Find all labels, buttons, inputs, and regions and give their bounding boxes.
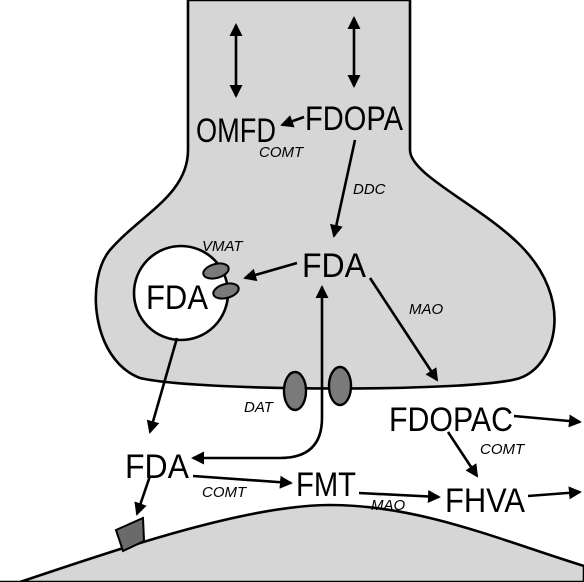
label-fhva: FHVA	[445, 482, 525, 520]
label-comt-right: COMT	[480, 441, 526, 458]
arrow-fda-to-fmt	[193, 476, 291, 483]
label-mao-bottom: MAO	[371, 497, 406, 514]
label-fdopac: FDOPAC	[389, 401, 513, 439]
label-comt-bottom: COMT	[202, 484, 248, 501]
dat-transporter-icon	[284, 372, 306, 410]
label-fda-out: FDA	[125, 448, 189, 486]
label-fmt: FMT	[296, 466, 356, 504]
label-fda-center: FDA	[302, 247, 366, 285]
label-dat: DAT	[244, 399, 275, 416]
label-vmat: VMAT	[202, 238, 244, 255]
label-fda-vesicle: FDA	[146, 279, 208, 317]
arrow-fhva-out	[528, 492, 580, 496]
label-ddc: DDC	[353, 181, 386, 198]
label-comt-top: COMT	[259, 144, 305, 161]
dat-transporter-icon	[329, 367, 351, 405]
arrow-fdopac-out	[514, 416, 580, 422]
label-mao-top: MAO	[409, 301, 444, 318]
label-fdopa: FDOPA	[305, 100, 403, 138]
